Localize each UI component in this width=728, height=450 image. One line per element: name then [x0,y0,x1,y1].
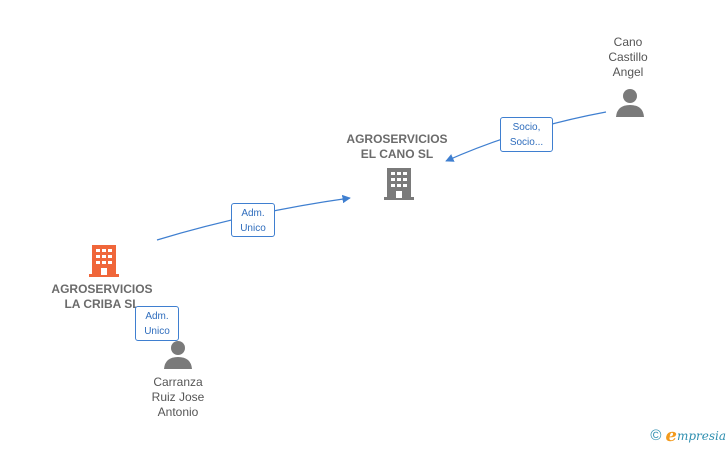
person-label-cano-castillo: Cano Castillo Angel [608,35,648,79]
company-label-el-cano: AGROSERVICIOS EL CANO SL [346,132,448,161]
building-icon [89,245,119,277]
company-node-la-criba[interactable] [86,242,122,278]
brand-logo-text: mpresia [676,428,726,443]
edge-badge-person-to-cano[interactable]: Socio, Socio... [500,117,553,152]
edge-badge-carranza-to-criba[interactable]: Adm. Unico [135,306,179,341]
person-icon [164,341,192,369]
company-node-el-cano[interactable] [381,165,417,201]
person-node-cano-castillo[interactable] [614,86,646,118]
person-icon [616,89,644,117]
edge-badge-criba-to-cano[interactable]: Adm. Unico [231,203,275,237]
person-node-carranza[interactable] [162,338,194,370]
brand-logo-initial: e [665,425,677,446]
building-icon [384,168,414,200]
brand-watermark: © e mpresia [650,425,726,446]
company-label-la-criba: AGROSERVICIOS LA CRIBA SL [51,282,153,311]
person-label-carranza: Carranza Ruiz Jose Antonio [151,375,205,419]
copyright-icon: © [650,427,662,444]
